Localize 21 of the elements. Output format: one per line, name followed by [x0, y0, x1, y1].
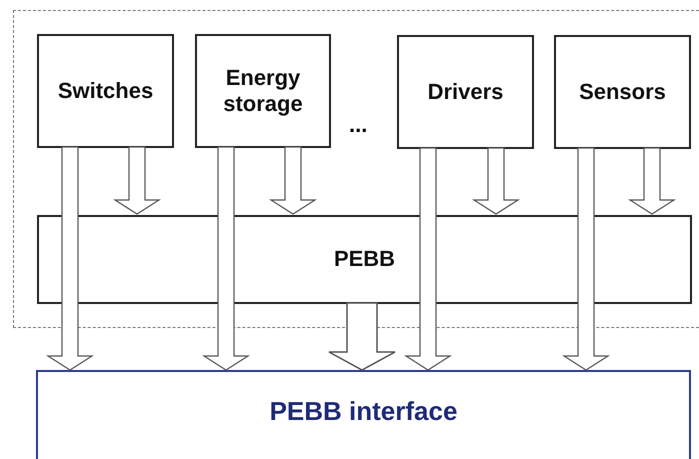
component-box — [195, 34, 331, 148]
block-arrow — [562, 147, 610, 371]
ellipsis-label: ... — [349, 112, 368, 138]
block-arrow — [404, 147, 452, 371]
node-label: PEBB — [334, 246, 396, 273]
interface-box — [36, 370, 691, 459]
block-arrow — [112, 146, 162, 215]
node-label: PEBB interface — [270, 396, 458, 428]
block-arrow — [628, 147, 676, 215]
block-arrow — [472, 147, 520, 215]
component-box — [554, 35, 691, 149]
node-label: Sensors — [579, 78, 666, 106]
node-label: Energy storage — [222, 64, 304, 118]
component-box — [37, 34, 174, 148]
block-arrow — [202, 146, 250, 371]
block-arrow — [328, 302, 396, 371]
node-label: Drivers — [428, 78, 504, 106]
component-box — [397, 35, 534, 149]
block-arrow — [268, 146, 318, 215]
node-label: Switches — [58, 78, 154, 104]
block-arrow — [46, 146, 94, 371]
